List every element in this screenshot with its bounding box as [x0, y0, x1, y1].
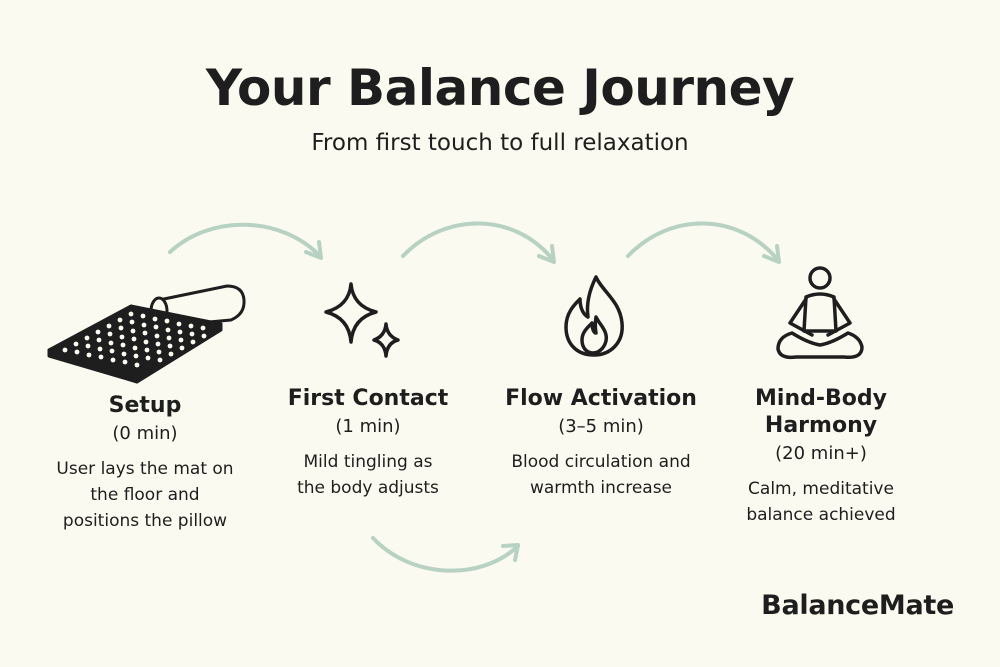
- acupressure-mat-icon: [47, 284, 246, 384]
- arrow-setup-to-contact: [168, 222, 323, 260]
- arrow-contact-to-flow: [401, 221, 556, 264]
- step-description: Blood circulation and warmth increase: [511, 452, 691, 498]
- step-duration: (20 min+): [775, 443, 867, 464]
- page-subtitle: From first touch to full relaxation: [311, 130, 689, 156]
- page-title: Your Balance Journey: [205, 59, 795, 117]
- step-title: Setup: [108, 393, 182, 418]
- step-mind-body-harmony: Mind-Body Harmony (20 min+) Calm, medita…: [740, 385, 902, 528]
- step-duration: (3–5 min): [558, 416, 644, 437]
- step-title: Flow Activation: [505, 386, 697, 411]
- step-description: User lays the mat on the floor and posit…: [56, 459, 234, 531]
- flame-icon: [564, 275, 624, 357]
- step-title: Mind-Body Harmony: [755, 386, 887, 438]
- step-description: Mild tingling as the body adjusts: [297, 452, 439, 498]
- step-setup: Setup (0 min) User lays the mat on the f…: [40, 392, 250, 534]
- brand-logo: BalanceMate: [761, 590, 954, 621]
- step-duration: (0 min): [112, 423, 178, 444]
- meditation-icon: [776, 266, 864, 360]
- step-description: Calm, meditative balance achieved: [746, 479, 896, 525]
- arrow-flow-to-harmony: [626, 221, 781, 264]
- step-duration: (1 min): [335, 416, 401, 437]
- arrow-bottom-return: [371, 536, 520, 573]
- step-flow-activation: Flow Activation (3–5 min) Blood circulat…: [496, 385, 706, 501]
- step-title: First Contact: [287, 386, 449, 411]
- step-first-contact: First Contact (1 min) Mild tingling as t…: [268, 385, 468, 501]
- sparkle-icon: [324, 282, 400, 358]
